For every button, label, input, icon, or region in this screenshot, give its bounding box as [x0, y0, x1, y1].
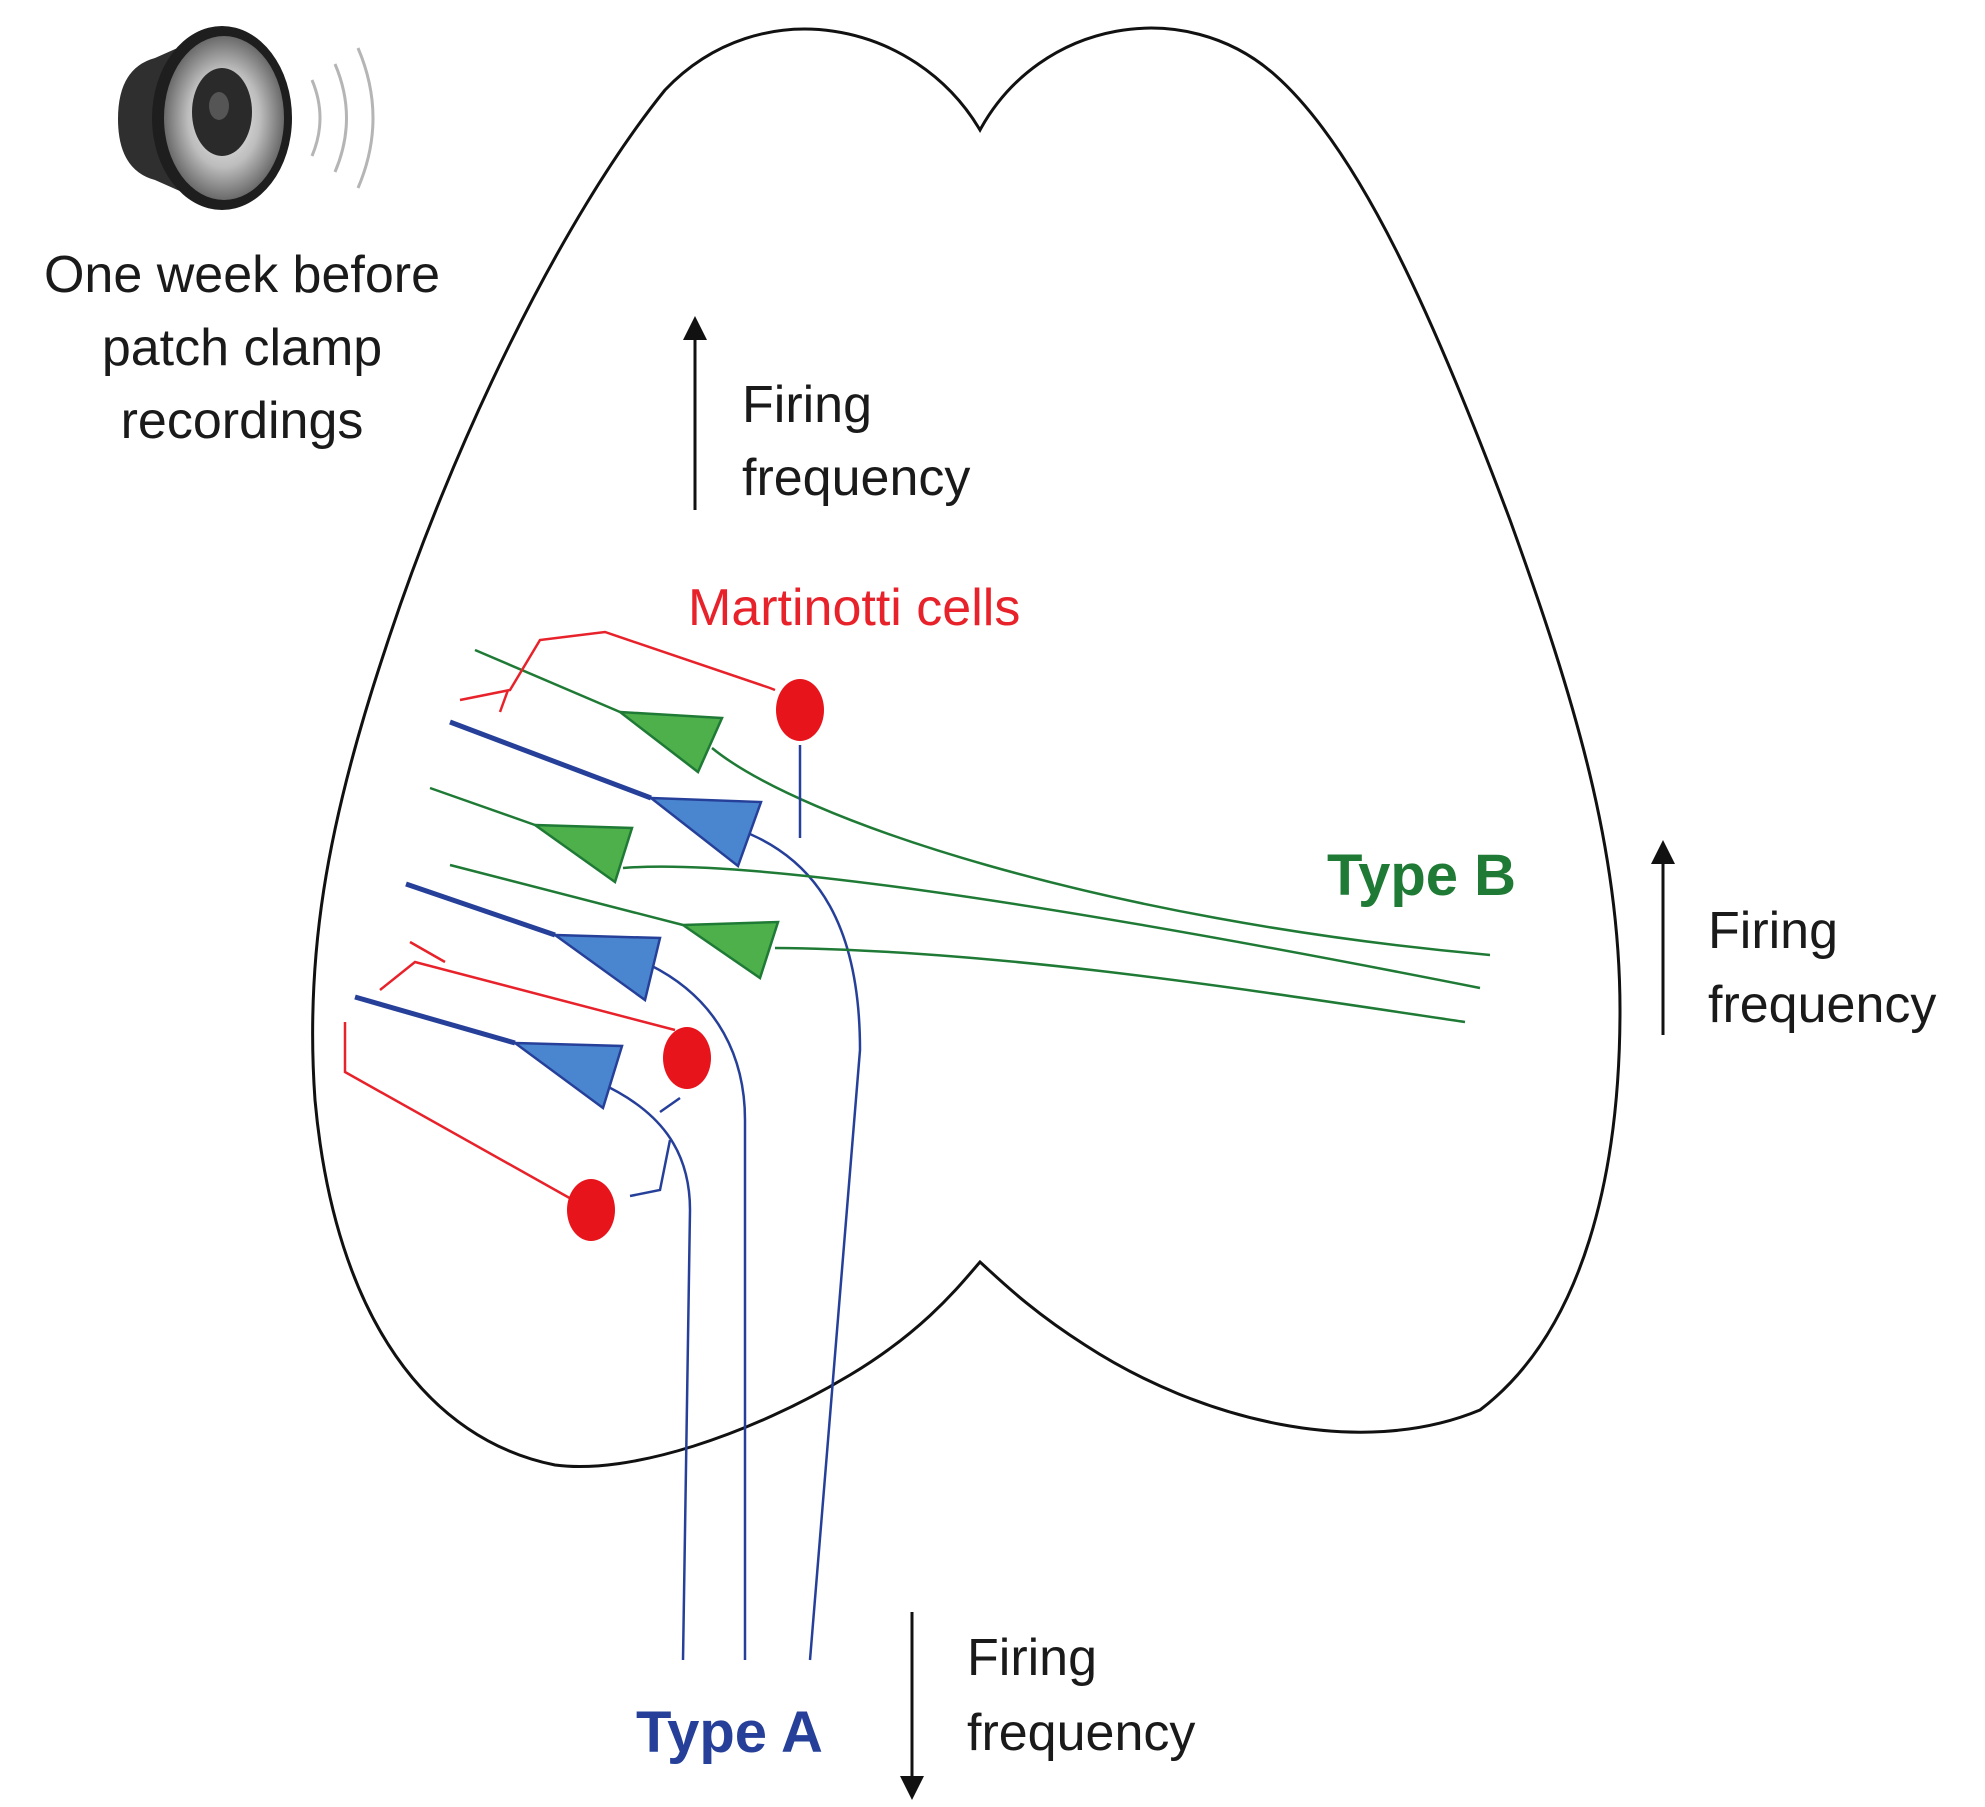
brain-outline — [311, 26, 1622, 1469]
martinotti-axons — [343, 630, 776, 1207]
type-b-label: Type B — [1327, 843, 1516, 908]
martinotti-soma — [663, 1027, 711, 1089]
martinotti-soma — [776, 679, 824, 741]
firing-indicator-type-a: Firing frequency — [900, 1612, 1195, 1800]
type-b-soma — [530, 823, 634, 885]
type-a-local-connections — [629, 745, 802, 1198]
type-a-soma — [511, 1041, 624, 1111]
type-a-label: Type A — [636, 1700, 823, 1765]
stimulus-caption-line: One week before — [44, 246, 440, 304]
martinotti-label: Martinotti cells — [688, 579, 1020, 637]
firing-label-line: Firing — [1708, 902, 1838, 960]
firing-label-line: Firing — [742, 376, 872, 434]
stimulus-caption: One week before patch clamp recordings — [44, 246, 440, 450]
type-b-soma — [679, 920, 780, 980]
type-a-soma — [550, 933, 662, 1003]
speaker-icon — [118, 26, 375, 210]
martinotti-cells — [567, 679, 824, 1241]
type-a-axons — [597, 828, 862, 1661]
firing-label-line: frequency — [1708, 976, 1936, 1034]
type-b-axons — [429, 648, 1491, 1024]
type-a-dendrites — [354, 719, 652, 1046]
type-a-cells — [511, 796, 763, 1111]
type-b-cells — [530, 710, 780, 980]
firing-label-line: frequency — [967, 1704, 1195, 1762]
firing-label-line: frequency — [742, 449, 970, 507]
firing-indicator-top: Firing frequency — [683, 316, 970, 510]
stimulus-caption-line: patch clamp — [102, 319, 382, 377]
stimulus-caption-line: recordings — [121, 392, 364, 450]
firing-label-line: Firing — [967, 1629, 1097, 1687]
martinotti-soma — [567, 1179, 615, 1241]
type-b-soma — [616, 710, 724, 774]
firing-indicator-type-b: Firing frequency — [1651, 840, 1936, 1035]
type-a-soma — [647, 796, 763, 869]
